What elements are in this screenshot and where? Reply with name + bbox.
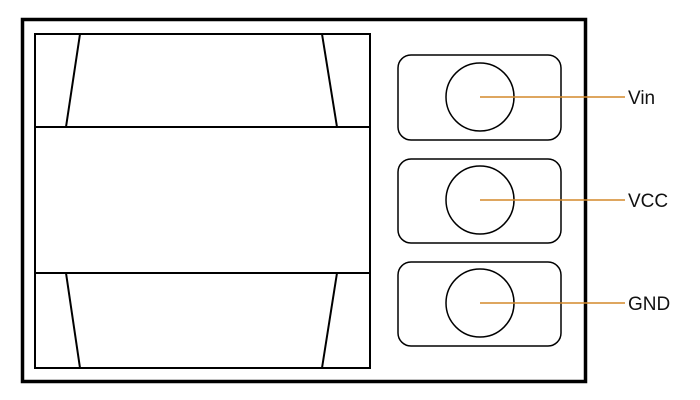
lower-right-taper — [321, 272, 338, 369]
pin-label: GND — [628, 294, 670, 315]
pin-pad — [397, 261, 562, 347]
pin-vin: Vin — [397, 54, 655, 141]
lower-left-taper — [65, 272, 81, 369]
pin-vcc: VCC — [397, 158, 668, 244]
upper-right-taper — [321, 33, 338, 128]
pin-gnd: GND — [397, 261, 670, 347]
left-panel — [34, 33, 371, 369]
pin-pad — [397, 158, 562, 244]
pin-label: Vin — [628, 88, 655, 109]
upper-left-taper — [65, 33, 81, 128]
pin-label: VCC — [628, 191, 668, 212]
